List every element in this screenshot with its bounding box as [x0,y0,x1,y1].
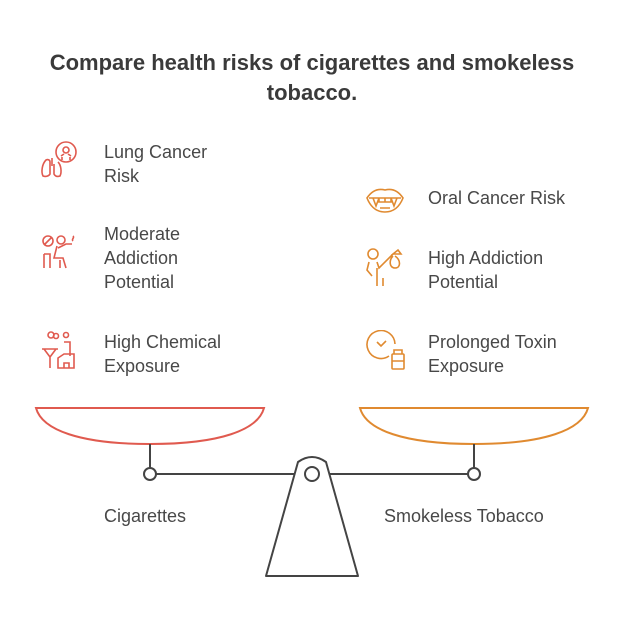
left-pan [34,407,266,446]
smoker-icon [42,235,75,269]
factory-icon [42,331,75,369]
left-item-lung-cancer: Lung Cancer Risk [104,142,208,186]
left-item-chemical: High Chemical Exposure [104,332,222,376]
right-joint [467,467,481,481]
left-item-addiction: Moderate Addiction Potential [104,224,181,292]
lungs-icon [41,141,77,178]
cigarettes-label: Cigarettes [104,506,187,526]
mouth-icon [366,188,404,213]
smokeless-label: Smokeless Tobacco [384,506,544,526]
right-item-toxin: Prolonged Toxin Exposure [428,332,557,376]
right-item-oral-cancer: Oral Cancer Risk [428,188,566,208]
right-item-addiction: High Addiction Potential [428,248,544,292]
clock-bottle-icon [366,330,405,370]
left-joint [143,467,157,481]
pivot [304,466,320,482]
fulcrum [265,456,359,577]
page-title: Compare health risks of cigarettes and s… [49,50,575,105]
person-bag-icon [366,248,403,286]
right-pan [358,407,590,446]
